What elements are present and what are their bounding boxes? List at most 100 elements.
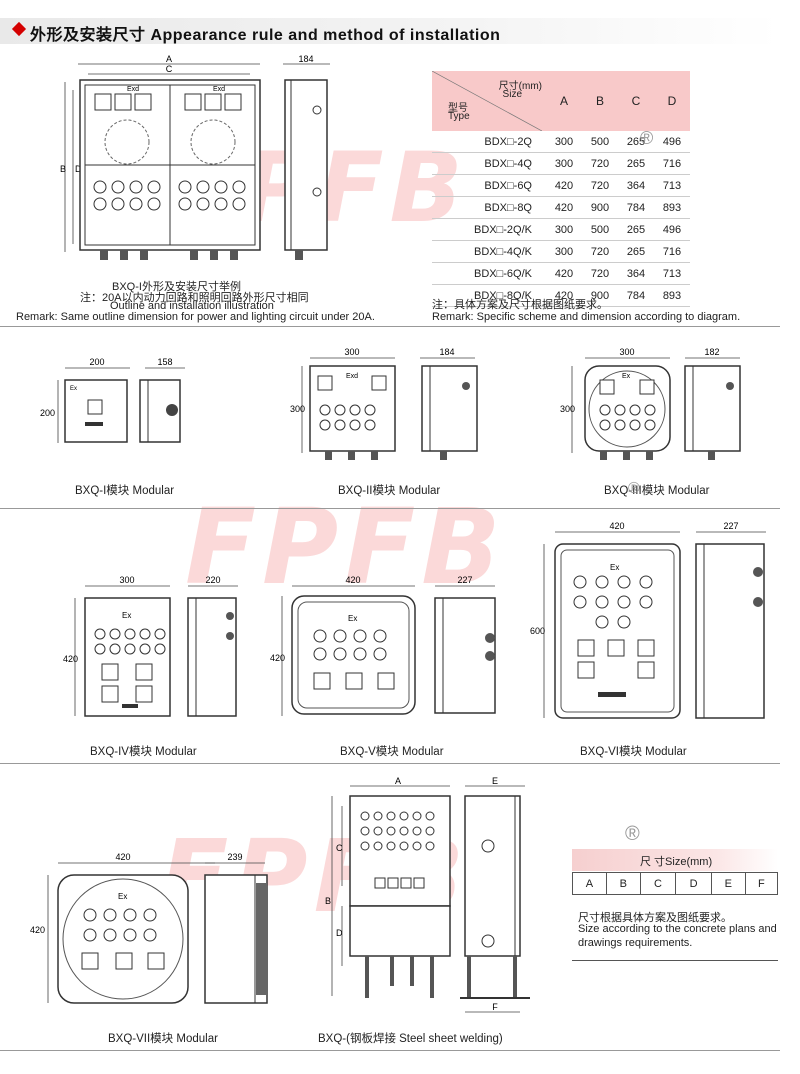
svg-text:158: 158 [157, 358, 172, 367]
dim-a: A [166, 54, 172, 64]
svg-text:600: 600 [530, 626, 545, 636]
svg-text:F: F [492, 1002, 498, 1012]
exd-label-right: Exd [213, 86, 225, 93]
svg-text:227: 227 [723, 522, 738, 531]
main-remark-en: Remark: Same outline dimension for power… [16, 311, 375, 323]
svg-text:B: B [325, 896, 331, 906]
divider [0, 508, 780, 509]
size-note-en-2: drawings requirements. [578, 937, 693, 949]
steel-caption: BXQ-(钢板焊接 Steel sheet welding) [318, 1033, 503, 1045]
module-bxq-ii-drawing: 300 300 Exd 184 [290, 348, 478, 460]
section-title: 外形及安装尺寸 Appearance rule and method of in… [30, 27, 501, 44]
svg-text:300: 300 [619, 348, 634, 357]
registered-mark-1: ® [640, 128, 654, 148]
svg-text:184: 184 [439, 348, 454, 357]
size-table-title: 尺 寸Size(mm) [640, 856, 713, 868]
main-caption-en: Outline and installation illustration [110, 300, 274, 312]
svg-text:Ex: Ex [118, 892, 127, 901]
divider [0, 1050, 780, 1051]
module-bxq-vii-drawing: 420 420 Ex 239 [30, 853, 268, 1004]
svg-text:E: E [492, 776, 498, 786]
registered-mark-3: ® [625, 823, 640, 845]
module-caption: BXQ-III模块 Modular [604, 485, 710, 497]
dim-c: C [166, 64, 173, 74]
svg-text:220: 220 [205, 576, 220, 585]
size-table-rule [572, 960, 778, 961]
svg-text:420: 420 [270, 653, 285, 663]
divider [0, 326, 780, 327]
diagonal-line [432, 71, 542, 131]
module-caption: BXQ-V模块 Modular [340, 746, 444, 758]
module-caption: BXQ-I模块 Modular [75, 485, 175, 497]
svg-text:C: C [336, 843, 343, 853]
spec-note-cn: 注：具体方案及尺寸根据图纸要求。 [432, 299, 608, 311]
svg-text:300: 300 [119, 576, 134, 585]
type-label: 型号 [448, 103, 468, 114]
spec-table-header: 尺寸(mm) Size 型号 Type A B C D [432, 71, 690, 131]
dim-b: B [60, 164, 66, 174]
col-a: A [546, 71, 582, 131]
main-note-cn: 注：20A以内动力回路和照明回路外形尺寸相同 [80, 292, 309, 304]
svg-text:200: 200 [40, 408, 55, 418]
svg-text:Exd: Exd [346, 373, 358, 380]
svg-text:Ex: Ex [622, 373, 631, 380]
module-bxq-v-drawing: 420 420 Ex 227 [270, 576, 496, 716]
spec-header-diag: 尺寸(mm) Size 型号 Type [432, 71, 546, 131]
module-bxq-i-drawing: 200 200 Ex 158 [40, 358, 185, 443]
size-table-row: A B C D E F [572, 872, 779, 895]
svg-text:420: 420 [609, 522, 624, 531]
svg-text:420: 420 [30, 925, 45, 935]
section-header-bar [0, 18, 780, 44]
col-b: B [582, 71, 618, 131]
module-caption: BXQ-VI模块 Modular [580, 746, 687, 758]
dim-d: D [75, 164, 82, 174]
svg-text:420: 420 [115, 853, 130, 862]
type-label-en: Type [448, 111, 470, 122]
svg-text:420: 420 [63, 654, 78, 664]
module-caption: BXQ-II模块 Modular [338, 485, 441, 497]
svg-text:A: A [395, 776, 401, 786]
exd-label-left: Exd [127, 86, 139, 93]
size-note-cn: 尺寸根据具体方案及图纸要求。 [578, 912, 732, 924]
svg-text:Ex: Ex [610, 563, 619, 572]
main-outline-drawing: A C B D Exd Exd 184 [60, 54, 330, 260]
svg-text:200: 200 [89, 358, 104, 367]
svg-text:D: D [336, 928, 343, 938]
svg-text:239: 239 [227, 853, 242, 862]
svg-text:300: 300 [560, 404, 575, 414]
size-label-en: Size [502, 89, 522, 100]
main-caption-cn: BXQ-I外形及安装尺寸举例 [112, 281, 241, 293]
size-table: A B C D E F [572, 872, 779, 895]
divider [0, 763, 780, 764]
module-caption: BXQ-VII模块 Modular [108, 1033, 218, 1045]
registered-mark-2: ® [628, 480, 640, 497]
size-label: 尺寸(mm) [498, 81, 542, 92]
svg-text:Ex: Ex [348, 614, 357, 623]
svg-text:227: 227 [457, 576, 472, 585]
module-bxq-iv-drawing: 300 420 Ex 220 [63, 576, 238, 717]
col-d: D [654, 71, 690, 131]
svg-text:182: 182 [704, 348, 719, 357]
svg-text:Ex: Ex [122, 611, 131, 620]
module-bxq-iii-drawing: 300 300 Ex 182 [560, 348, 741, 460]
svg-text:420: 420 [345, 576, 360, 585]
col-c: C [618, 71, 654, 131]
dim-side: 184 [298, 54, 313, 64]
steel-sheet-drawing: A B C D E F [325, 776, 530, 1013]
module-bxq-vi-drawing: 420 600 Ex 227 [530, 522, 766, 719]
size-table-title-bar [572, 849, 778, 871]
svg-text:300: 300 [344, 348, 359, 357]
size-note-en-1: Size according to the concrete plans and [578, 923, 777, 935]
svg-text:Ex: Ex [70, 386, 77, 392]
spec-remark-en: Remark: Specific scheme and dimension ac… [432, 311, 741, 323]
module-caption: BXQ-IV模块 Modular [90, 746, 197, 758]
